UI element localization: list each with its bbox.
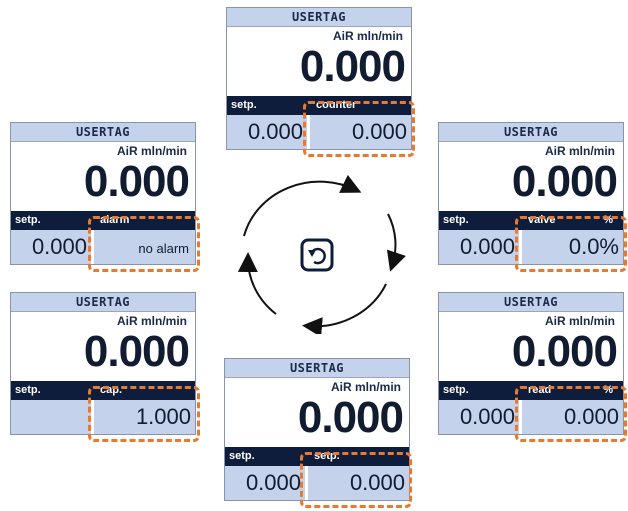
cycle-arrows-icon — [237, 174, 406, 338]
setpoint-label: setp. — [15, 214, 41, 226]
sub-header: setp. setp. — [225, 447, 409, 466]
setpoint-field[interactable]: 0.000 — [227, 115, 307, 149]
unit-label: AiR mln/min — [544, 144, 615, 158]
secondary-label: alarm — [100, 214, 130, 226]
sub-values: 1.000 — [11, 400, 195, 434]
secondary-unit: % — [603, 214, 613, 226]
widget-right-upper[interactable]: USERTAG AiR mln/min 0.000 setp. valve % … — [438, 122, 624, 265]
setpoint-label: setp. — [229, 450, 255, 462]
valve-field[interactable]: 0.0% — [522, 230, 623, 264]
widget-bottom[interactable]: USERTAG AiR mln/min 0.000 setp. setp. 0.… — [224, 358, 410, 501]
main-value: 0.000 — [297, 393, 404, 442]
sub-header: setp. valve % — [439, 211, 623, 230]
alarm-field[interactable]: no alarm — [94, 230, 195, 264]
unit-label: AiR mln/min — [544, 314, 615, 328]
secondary-label: cap. — [100, 384, 123, 396]
setpoint-field[interactable] — [11, 400, 91, 434]
tag-header: USERTAG — [439, 123, 623, 142]
sub-header: setp. counter — [227, 96, 411, 115]
tag-header: USERTAG — [225, 359, 409, 378]
sub-header: setp. cap. — [11, 381, 195, 400]
main-value: 0.000 — [299, 42, 406, 91]
main-value: 0.000 — [511, 157, 618, 206]
setpoint-field[interactable]: 0.000 — [11, 230, 91, 264]
tag-header: USERTAG — [439, 293, 623, 312]
unit-label: AiR mln/min — [330, 380, 401, 394]
main-value: 0.000 — [83, 157, 190, 206]
setpoint-label: setp. — [15, 384, 41, 396]
sub-header: setp. read % — [439, 381, 623, 400]
unit-label: AiR mln/min — [116, 314, 187, 328]
secondary-label: read — [528, 384, 552, 396]
sub-header: setp. alarm — [11, 211, 195, 230]
tag-header: USERTAG — [227, 8, 411, 27]
counter-field[interactable]: 0.000 — [310, 115, 411, 149]
cycle-diagram — [236, 174, 408, 338]
tag-header: USERTAG — [11, 123, 195, 142]
read-field[interactable]: 0.000 — [522, 400, 623, 434]
setpoint-secondary-field[interactable]: 0.000 — [308, 466, 409, 500]
secondary-unit: % — [603, 384, 613, 396]
main-value: 0.000 — [83, 327, 190, 376]
sub-values: 0.000 0.000 — [439, 400, 623, 434]
setpoint-label: setp. — [443, 214, 469, 226]
secondary-label: valve — [528, 214, 556, 226]
unit-label: AiR mln/min — [116, 144, 187, 158]
widget-left-lower[interactable]: USERTAG AiR mln/min 0.000 setp. cap. 1.0… — [10, 292, 196, 435]
setpoint-label: setp. — [443, 384, 469, 396]
sub-values: 0.000 0.000 — [227, 115, 411, 149]
secondary-label: setp. — [314, 450, 340, 462]
capacity-field[interactable]: 1.000 — [94, 400, 195, 434]
secondary-label: counter — [316, 99, 357, 111]
rotate-icon[interactable] — [300, 238, 334, 272]
setpoint-field[interactable]: 0.000 — [225, 466, 305, 500]
setpoint-label: setp. — [231, 99, 257, 111]
widget-right-lower[interactable]: USERTAG AiR mln/min 0.000 setp. read % 0… — [438, 292, 624, 435]
sub-values: 0.000 0.000 — [225, 466, 409, 500]
sub-values: 0.000 no alarm — [11, 230, 195, 264]
widget-left-upper[interactable]: USERTAG AiR mln/min 0.000 setp. alarm 0.… — [10, 122, 196, 265]
widget-top[interactable]: USERTAG AiR mln/min 0.000 setp. counter … — [226, 7, 412, 150]
tag-header: USERTAG — [11, 293, 195, 312]
setpoint-field[interactable]: 0.000 — [439, 230, 519, 264]
sub-values: 0.000 0.0% — [439, 230, 623, 264]
unit-label: AiR mln/min — [332, 29, 403, 43]
main-value: 0.000 — [511, 327, 618, 376]
setpoint-field[interactable]: 0.000 — [439, 400, 519, 434]
